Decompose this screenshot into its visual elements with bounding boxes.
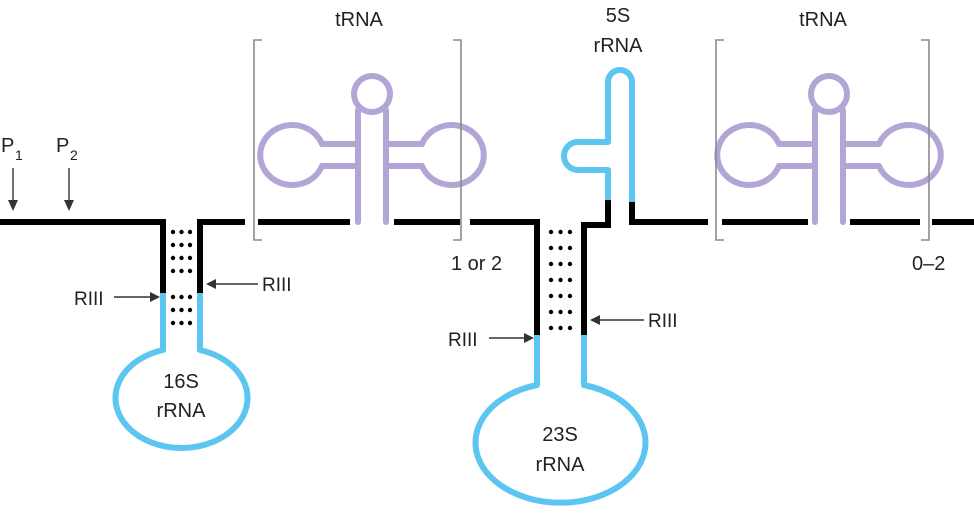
svg-text:P: P [1,135,14,157]
bracket-right-trna [715,39,930,241]
trna-left-label: tRNA [335,9,383,31]
riii-arrow-23s-right: RIII [590,311,678,332]
svg-text:1: 1 [15,147,23,163]
svg-text:P: P [56,135,69,157]
riii-arrow-23s-left: RIII [448,330,534,351]
stem-dots-23s [548,229,573,331]
rrna-23s-loop [472,335,649,506]
trna-left-repeat: 1 or 2 [451,253,502,275]
rrna-23s-label-line2: rRNA [536,454,586,476]
stem-dots-16s [170,229,193,326]
svg-text:RIII: RIII [448,330,478,351]
svg-text:RIII: RIII [262,275,292,296]
promoter-p2: P 2 [56,135,78,211]
rrna-16s-label-line1: 16S [163,371,199,393]
rrna-16s-label-line2: rRNA [157,400,207,422]
riii-arrow-16s-right: RIII [206,275,292,296]
rrna-5s-label-line2: rRNA [594,35,644,57]
rrna-5s-label-line1: 5S [606,5,630,27]
trna-right-structure [717,76,941,222]
riii-arrow-16s-left: RIII [74,289,160,310]
trna-left-structure [260,76,484,222]
transcript-line [0,198,974,338]
rrna-23s-label-line1: 23S [542,424,578,446]
rrna-16s-loop [112,293,251,451]
svg-text:RIII: RIII [74,289,104,310]
promoter-p1: P 1 [1,135,23,211]
bracket-left-trna [253,39,462,241]
svg-text:2: 2 [70,147,78,163]
svg-text:RIII: RIII [648,311,678,332]
trna-right-label: tRNA [799,9,847,31]
rrna-5s-hairpin [561,67,635,202]
trna-right-repeat: 0–2 [912,253,945,275]
